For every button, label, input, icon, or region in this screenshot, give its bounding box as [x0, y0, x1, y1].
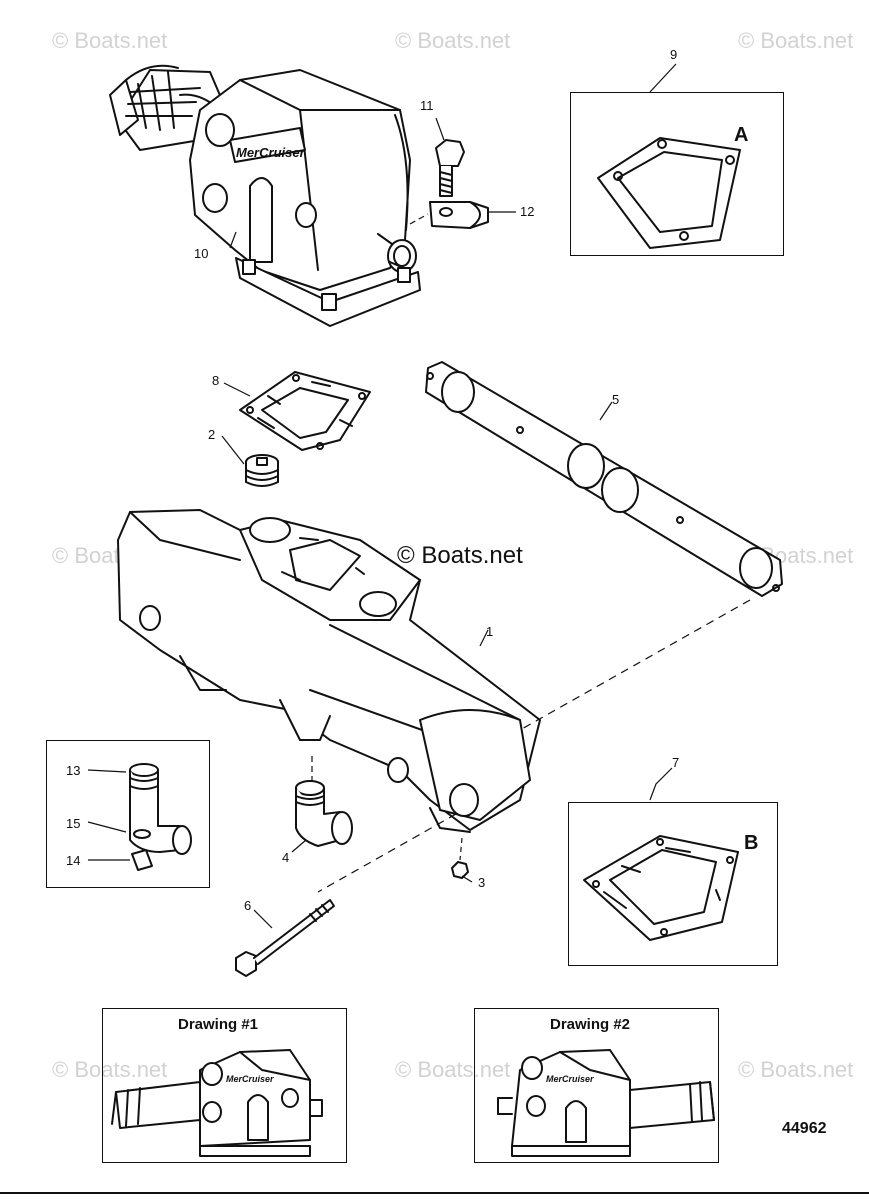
drawing1-title: Drawing #1	[178, 1016, 259, 1033]
svg-text:MerCruiser: MerCruiser	[236, 145, 306, 160]
gasket-part	[239, 371, 371, 451]
nut-part	[451, 861, 469, 879]
drawing1-elbow-sketch: MerCruiser	[111, 1049, 323, 1157]
fitting-inset-box	[46, 740, 210, 888]
callout-3: 3	[478, 875, 486, 890]
watermark: © Boats.net	[738, 28, 854, 53]
watermark: © Boats.net	[395, 28, 511, 53]
plug-part	[245, 454, 279, 487]
svg-text:MerCruiser: MerCruiser	[226, 1074, 274, 1084]
inset-box-a-label: A	[734, 124, 749, 146]
drawing1-box	[102, 1008, 347, 1163]
watermark: © Boats.net	[52, 1057, 168, 1082]
callout-9: 9	[670, 47, 678, 62]
exhaust-manifold-part	[117, 509, 541, 833]
callout-12: 12	[520, 204, 535, 219]
inset-box-b	[568, 802, 778, 966]
elbow-fitting-part	[295, 780, 353, 847]
exhaust-elbow-part: MerCruiser	[109, 64, 421, 327]
inset-box-b-label: B	[744, 832, 759, 854]
center-watermark: © Boats.net	[397, 542, 523, 569]
inset-box-a-gasket	[597, 137, 741, 249]
drawing2-box	[474, 1008, 719, 1163]
clamp-part	[429, 201, 489, 229]
callout-11: 11	[420, 98, 434, 113]
inset-box-b-gasket	[583, 835, 739, 941]
diagram-id: 44962	[782, 1120, 827, 1137]
leader-lines	[87, 63, 751, 929]
callout-15: 15	[66, 816, 81, 831]
bolt-part	[435, 139, 465, 197]
inset-box-a	[570, 92, 784, 256]
stud-bolt-part	[235, 899, 335, 977]
fitting-inset-parts	[129, 763, 192, 871]
long-gasket-part	[425, 361, 783, 597]
callout-6: 6	[244, 898, 252, 913]
callout-5: 5	[612, 392, 620, 407]
callout-1: 1	[486, 624, 494, 639]
callout-8: 8	[212, 373, 220, 388]
callout-7: 7	[672, 755, 680, 770]
callout-4: 4	[282, 850, 290, 865]
drawing2-title: Drawing #2	[550, 1016, 631, 1033]
watermark: © Boats.net	[395, 1057, 511, 1082]
callout-10: 10	[194, 246, 209, 261]
svg-text:MerCruiser: MerCruiser	[546, 1074, 594, 1084]
callout-14: 14	[66, 853, 81, 868]
callout-13: 13	[66, 763, 81, 778]
drawing2-elbow-sketch: MerCruiser	[497, 1049, 715, 1157]
watermark: © Boats.net	[738, 1057, 854, 1082]
watermark: © Boats.net	[52, 28, 168, 53]
bottom-divider	[0, 1192, 869, 1194]
callout-2: 2	[208, 427, 216, 442]
